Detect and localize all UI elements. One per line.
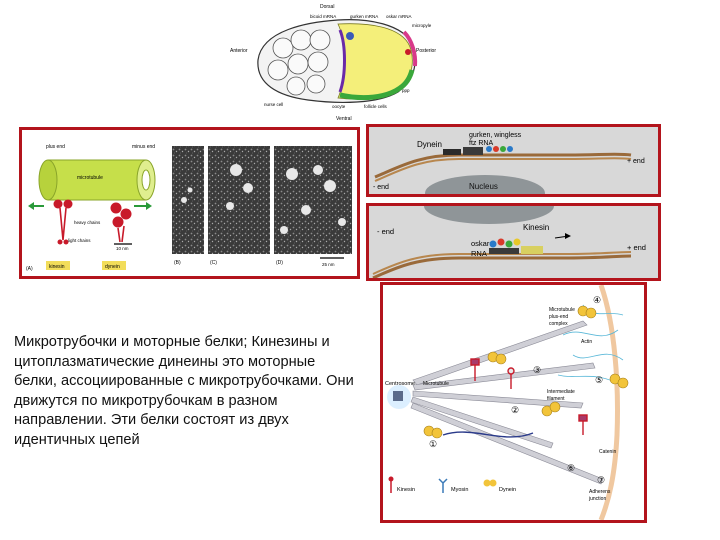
arrow-right-head xyxy=(146,202,152,210)
label-dynein: dynein xyxy=(105,264,120,270)
gurken-dot xyxy=(346,32,354,40)
label-dynein-minus-end: - end xyxy=(373,184,389,191)
dynein-track-panel: Nucleus Dynein gurken, wingless ftz RNA … xyxy=(366,124,661,197)
label-dynein-cargo-2: ftz RNA xyxy=(469,140,493,147)
label-minus-end: minus end xyxy=(132,144,155,150)
legend-myosin: Myosin xyxy=(451,487,468,493)
label-d: (D) xyxy=(276,260,283,266)
micrograph-b xyxy=(172,146,204,254)
label-anterior: Anterior xyxy=(230,48,248,54)
label-plus-end-complex-2: plus-end xyxy=(549,314,568,320)
label-adherens-1: Adherens xyxy=(589,489,611,495)
label-catenin: Catenin xyxy=(599,449,616,455)
label-intermediate-1: Intermediate xyxy=(547,389,575,395)
label-dorsal: Dorsal xyxy=(320,4,334,10)
label-b: (B) xyxy=(174,260,181,266)
label-bicoid: bicoid mRNA xyxy=(310,14,336,19)
intermediate-filament xyxy=(442,431,534,438)
label-nurse-cell: nurse cell xyxy=(264,102,283,107)
arrow-left-head xyxy=(28,202,34,210)
label-scale-10nm: 10 nm xyxy=(116,246,129,251)
label-intermediate-2: filament xyxy=(547,396,565,402)
motor-micrograph-svg: plus end minus end microtubule heavy cha… xyxy=(26,144,352,272)
nurse-cells xyxy=(267,29,331,96)
label-ventral: Ventral xyxy=(336,116,352,122)
label-plus-end-complex-3: complex xyxy=(549,321,568,327)
dynein-track-svg: Nucleus Dynein gurken, wingless ftz RNA … xyxy=(373,132,645,194)
kinesin-legend-chip xyxy=(46,261,70,270)
label-light-chains: light chains xyxy=(68,238,91,243)
label-kinesin-minus-end: - end xyxy=(377,227,394,236)
posterior-band xyxy=(402,30,418,67)
label-adherens-2: junction xyxy=(588,496,606,502)
label-kinesin-plus-end: + end xyxy=(627,243,646,252)
dynein-legend-chip xyxy=(102,261,126,270)
nucleus xyxy=(425,175,545,194)
centrosome xyxy=(387,385,411,409)
label-plus-end-complex-1: Microtubule xyxy=(549,307,575,313)
label-actin: Actin xyxy=(581,339,592,345)
step-2: ② xyxy=(511,405,519,415)
kinesin-molecule xyxy=(53,199,73,245)
label-plus-end: plus end xyxy=(46,144,65,150)
cell-membrane xyxy=(598,285,620,520)
label-a: (A) xyxy=(26,266,33,272)
micrograph-d xyxy=(274,146,352,254)
label-kinesin-cargo-2: RNA xyxy=(471,249,487,258)
label-follicle-cells: follicle cells xyxy=(364,104,388,109)
label-centrosome: Centrosome xyxy=(385,381,415,387)
label-oskar: oskar mRNA xyxy=(386,14,412,19)
kinesin-track-panel: Kinesin oskar RNA - end + end xyxy=(366,203,661,281)
cell-legend: Kinesin Myosin Dynein xyxy=(388,476,516,493)
micrograph-c xyxy=(208,146,270,254)
label-dynein-motor: Dynein xyxy=(417,140,442,149)
label-c: (C) xyxy=(210,260,217,266)
step-1: ① xyxy=(429,439,437,449)
kinesin-rail xyxy=(372,254,632,278)
egg-chamber-diagram: Dorsal Ventral Anterior Posterior bicoid… xyxy=(230,4,436,122)
label-micropyle: micropyle xyxy=(412,23,432,28)
kinesin-train xyxy=(489,238,543,254)
step-6: ⑥ xyxy=(567,463,575,473)
bicoid-stripe xyxy=(338,29,346,93)
microtubule-cylinder xyxy=(38,159,156,201)
label-scale-25nm: 25 nm xyxy=(322,262,335,267)
step-7: ⑦ xyxy=(597,475,605,485)
step-5: ⑤ xyxy=(595,375,603,385)
dynein-motors xyxy=(423,305,629,439)
label-ppp: ppp xyxy=(402,88,410,93)
dynein-rail xyxy=(374,152,632,179)
kinesin-motors xyxy=(470,358,588,435)
label-oocyte: oocyte xyxy=(332,104,346,109)
follicle-band xyxy=(339,69,415,101)
oskar-dot xyxy=(405,49,411,55)
label-posterior: Posterior xyxy=(416,48,436,54)
dynein-train xyxy=(443,146,513,155)
dynein-molecule xyxy=(110,202,132,243)
label-kinesin-cargo-1: oskar xyxy=(471,239,490,248)
micrograph-particles xyxy=(181,164,346,234)
label-gurken: gurken mRNA xyxy=(350,14,378,19)
microtubules xyxy=(410,320,604,485)
caption-text: Микротрубочки и моторные белки; Кинезины… xyxy=(14,334,354,448)
label-cd-microtubule: Microtubule xyxy=(423,381,449,387)
label-heavy-chains: heavy chains xyxy=(74,220,101,225)
label-dynein-cargo-1: gurken, wingless xyxy=(469,132,522,139)
legend-dynein: Dynein xyxy=(499,487,516,493)
label-microtubule: microtubule xyxy=(77,175,103,181)
step-4: ④ xyxy=(593,295,601,305)
label-kinesin: kinesin xyxy=(49,264,65,270)
label-dynein-plus-end: + end xyxy=(627,158,645,165)
step-3: ③ xyxy=(533,365,541,375)
cell-diagram-panel: Centrosome Microtubule Intermediate fila… xyxy=(380,282,647,523)
label-nucleus: Nucleus xyxy=(469,182,498,191)
label-kinesin-motor: Kinesin xyxy=(523,223,549,232)
nucleus-top xyxy=(424,206,554,224)
cell-diagram-svg: Centrosome Microtubule Intermediate fila… xyxy=(385,285,629,520)
motor-micrograph-panel: plus end minus end microtubule heavy cha… xyxy=(19,127,360,279)
legend-kinesin: Kinesin xyxy=(397,487,415,493)
kinesin-track-svg: Kinesin oskar RNA - end + end xyxy=(372,206,646,278)
